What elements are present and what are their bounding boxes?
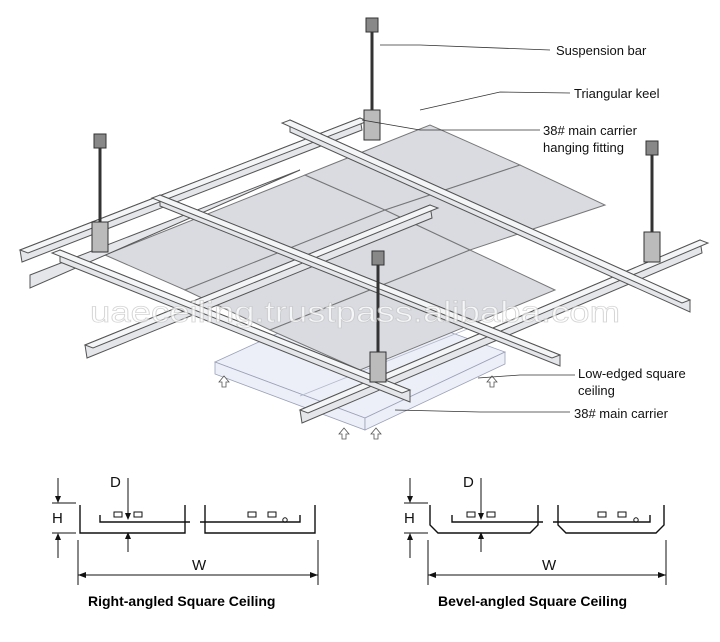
caption-bevel-angled: Bevel-angled Square Ceiling xyxy=(438,593,627,609)
label-low-edged-1: Low-edged square xyxy=(578,366,686,381)
triangular-keels xyxy=(50,119,692,403)
dim-w-right: W xyxy=(542,557,557,574)
right-angled-section: H D W Right-angled Square Ceiling xyxy=(52,474,319,609)
bevel-angled-section: H D W Bevel-angled Square Ceiling xyxy=(404,474,667,609)
label-triangular-keel: Triangular keel xyxy=(574,86,660,101)
dim-d-right: D xyxy=(463,474,474,491)
caption-right-angled: Right-angled Square Ceiling xyxy=(88,593,275,609)
dim-h-right: H xyxy=(404,510,415,527)
label-main-carrier-fitting-1: 38# main carrier xyxy=(543,123,638,138)
callouts: Suspension bar Triangular keel 38# main … xyxy=(361,43,686,421)
suspension-rods xyxy=(91,17,661,383)
label-main-carrier-fitting-2: hanging fitting xyxy=(543,140,624,155)
watermark: uaeceiling.trustpass.alibaba.com xyxy=(90,296,620,329)
dim-w-left: W xyxy=(192,557,207,574)
dim-d-left: D xyxy=(110,474,121,491)
label-main-carrier: 38# main carrier xyxy=(574,406,669,421)
label-suspension-bar: Suspension bar xyxy=(556,43,647,58)
label-low-edged-2: ceiling xyxy=(578,383,615,398)
up-arrow-icons xyxy=(218,375,498,440)
dim-h-left: H xyxy=(52,510,63,527)
